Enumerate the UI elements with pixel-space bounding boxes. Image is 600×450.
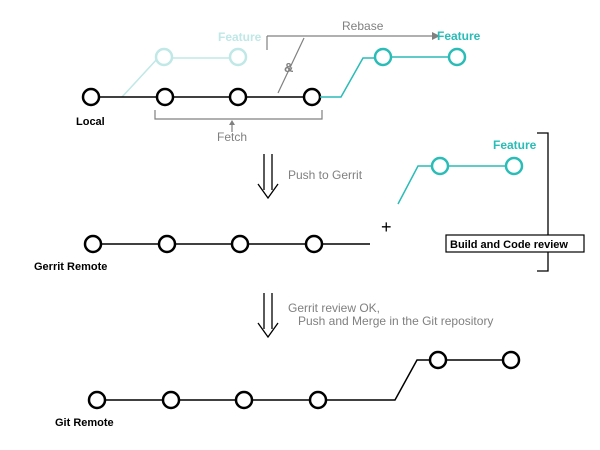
ampersand-connector [277,37,305,94]
pale-feature-commit-2 [228,47,248,67]
rebased-feature-label: Feature [437,29,481,43]
pale-feature-label: Feature [218,30,262,44]
local-commit-2 [155,87,175,107]
git-commit-1 [87,390,107,410]
pale-feature-branch-line [121,57,237,98]
gerrit-commit-1 [83,234,103,254]
git-remote-section: Git Remote [55,350,521,429]
git-commit-2 [161,390,181,410]
rebase-label: Rebase [342,19,384,33]
gerrit-commit-3 [230,234,250,254]
gerrit-feature-commit-2 [504,156,524,176]
review-ok-label-line1: Gerrit review OK, [288,301,380,315]
rebased-feature-commit-1 [373,47,393,67]
local-label: Local [76,116,105,128]
local-commit-3 [228,87,248,107]
gerrit-feature-commit-1 [430,156,450,176]
push-to-gerrit-arrow: Push to Gerrit [257,154,363,200]
review-ok-arrow: Gerrit review OK, Push and Merge in the … [257,293,493,339]
gerrit-commit-2 [157,234,177,254]
fetch-arrow-head [229,120,235,125]
gerrit-commit-4 [304,234,324,254]
git-merged-commit-2 [501,350,521,370]
fetch-bracket [154,110,323,120]
git-remote-label: Git Remote [55,417,114,429]
local-commit-4 [302,87,322,107]
review-bracket [537,132,549,272]
review-ok-label-line2: Push and Merge in the Git repository [298,314,493,328]
rebased-feature-branch-line [320,57,376,98]
gerrit-remote-section: Gerrit Remote + Feature Build and Code r… [34,132,585,273]
git-commit-3 [234,390,254,410]
git-main-line [105,359,431,401]
local-section: Feature Rebase & Local Feature Fetch [76,19,481,144]
fetch-label: Fetch [217,130,247,144]
gerrit-feature-branch-line [397,165,433,205]
plus-sign: + [381,217,392,237]
git-merged-commit-1 [428,350,448,370]
rebased-feature-commit-2 [447,47,467,67]
push-to-gerrit-label: Push to Gerrit [288,168,363,182]
gerrit-remote-label: Gerrit Remote [34,261,107,273]
gerrit-feature-label: Feature [493,138,537,152]
pale-feature-commit-1 [154,47,174,67]
build-review-label: Build and Code review [450,239,568,251]
git-commit-4 [308,390,328,410]
local-commit-1 [81,87,101,107]
rebase-arrow-head [432,32,440,40]
build-review-box [445,234,585,253]
ampersand-label: & [284,60,293,75]
